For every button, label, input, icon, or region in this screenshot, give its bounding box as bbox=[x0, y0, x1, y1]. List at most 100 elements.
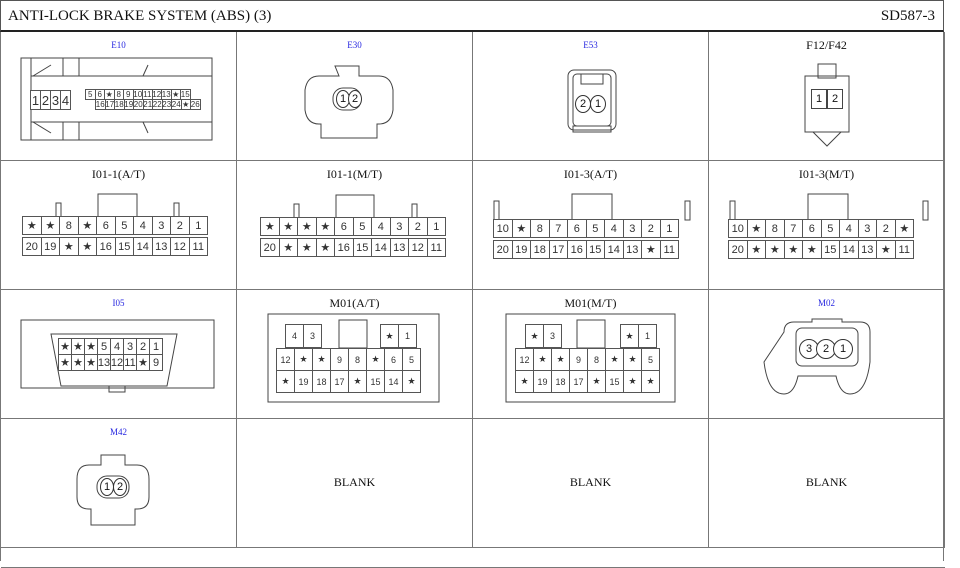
pin: 8 bbox=[587, 348, 606, 371]
connector-label: E30 bbox=[347, 40, 362, 50]
connector-housing-icon bbox=[76, 454, 150, 526]
pin: 19 bbox=[40, 237, 60, 256]
empty-pin: ★ bbox=[278, 238, 298, 257]
connector-label: M01(M/T) bbox=[564, 296, 617, 310]
pin: 1 bbox=[590, 95, 606, 113]
pin-grid-top-right: ★1 bbox=[380, 324, 417, 348]
empty-pin: ★ bbox=[294, 348, 313, 371]
pin: 12 bbox=[515, 348, 534, 371]
empty-pin: ★ bbox=[84, 338, 98, 355]
pin-row: ★1 bbox=[620, 324, 657, 348]
pin: 17 bbox=[330, 370, 349, 393]
pin: 4 bbox=[133, 216, 153, 235]
pin: 6 bbox=[334, 217, 354, 236]
empty-pin: ★ bbox=[587, 370, 606, 393]
pin: 15 bbox=[366, 370, 385, 393]
pin: 16 bbox=[96, 237, 116, 256]
pin: 7 bbox=[783, 219, 803, 238]
pin: 20 bbox=[493, 240, 513, 259]
empty-pin: ★ bbox=[641, 240, 661, 259]
pin: 7 bbox=[548, 219, 568, 238]
pin: 2 bbox=[113, 478, 127, 496]
pin: 18 bbox=[551, 370, 570, 393]
connector-label: E10 bbox=[111, 40, 126, 50]
empty-pin: ★ bbox=[312, 348, 331, 371]
pin: 14 bbox=[371, 238, 391, 257]
pin: 15 bbox=[605, 370, 624, 393]
empty-pin: ★ bbox=[746, 240, 766, 259]
pin: 12 bbox=[276, 348, 295, 371]
connector-label: I01-1(A/T) bbox=[91, 167, 146, 181]
pin: 5 bbox=[114, 216, 134, 235]
pin: 5 bbox=[352, 217, 372, 236]
pin: 1 bbox=[336, 90, 350, 108]
empty-pin: ★ bbox=[620, 324, 639, 348]
connector-label: I01-3(M/T) bbox=[798, 167, 855, 181]
pin: 16 bbox=[567, 240, 587, 259]
pin: 8 bbox=[59, 216, 79, 235]
pin: 3 bbox=[543, 324, 562, 348]
pin: 13 bbox=[389, 238, 409, 257]
empty-pin: ★ bbox=[380, 324, 399, 348]
pin: 9 bbox=[149, 354, 163, 371]
pin: 16 bbox=[334, 238, 354, 257]
pin: 2 bbox=[170, 216, 190, 235]
pin: 11 bbox=[123, 354, 137, 371]
blank-label: BLANK bbox=[805, 475, 848, 489]
empty-pin: ★ bbox=[22, 216, 42, 235]
pin: 13 bbox=[622, 240, 642, 259]
empty-pin: ★ bbox=[366, 348, 385, 371]
empty-pin: ★ bbox=[511, 219, 531, 238]
pin: 5 bbox=[97, 338, 111, 355]
pin: 11 bbox=[188, 237, 208, 256]
connector-label: F12/F42 bbox=[806, 38, 847, 52]
empty-pin: ★ bbox=[59, 237, 79, 256]
pin: 11 bbox=[426, 238, 446, 257]
connector-m42: M42 1 2 bbox=[1, 419, 237, 548]
connector-e53: E53 2 1 bbox=[473, 32, 709, 161]
connector-label: M02 bbox=[817, 298, 835, 308]
empty-pin: ★ bbox=[71, 338, 85, 355]
pin: 1 bbox=[149, 338, 163, 355]
empty-pin: ★ bbox=[894, 219, 914, 238]
pin: 14 bbox=[604, 240, 624, 259]
page-title: ANTI-LOCK BRAKE SYSTEM (ABS) (3) bbox=[8, 8, 272, 24]
pin: 3 bbox=[799, 339, 819, 359]
empty-pin: ★ bbox=[136, 354, 150, 371]
empty-pin: ★ bbox=[315, 238, 335, 257]
pin: 17 bbox=[548, 240, 568, 259]
pin: 20 bbox=[22, 237, 42, 256]
empty-pin: ★ bbox=[77, 237, 97, 256]
empty-pin: ★ bbox=[77, 216, 97, 235]
pin: 2 bbox=[136, 338, 150, 355]
pin: 4 bbox=[285, 324, 304, 348]
pin: 5 bbox=[641, 348, 660, 371]
empty-pin: ★ bbox=[746, 219, 766, 238]
empty-pin: ★ bbox=[623, 370, 642, 393]
pin: 1 bbox=[659, 219, 679, 238]
pin: 8 bbox=[530, 219, 550, 238]
pin: 4 bbox=[60, 90, 71, 110]
connector-label: M01(A/T) bbox=[329, 296, 380, 310]
pin-grid-top-left: ★3 bbox=[525, 324, 562, 348]
pin-row: ★1 bbox=[380, 324, 417, 348]
pin: 2 bbox=[348, 90, 362, 108]
pin: 10 bbox=[493, 219, 513, 238]
